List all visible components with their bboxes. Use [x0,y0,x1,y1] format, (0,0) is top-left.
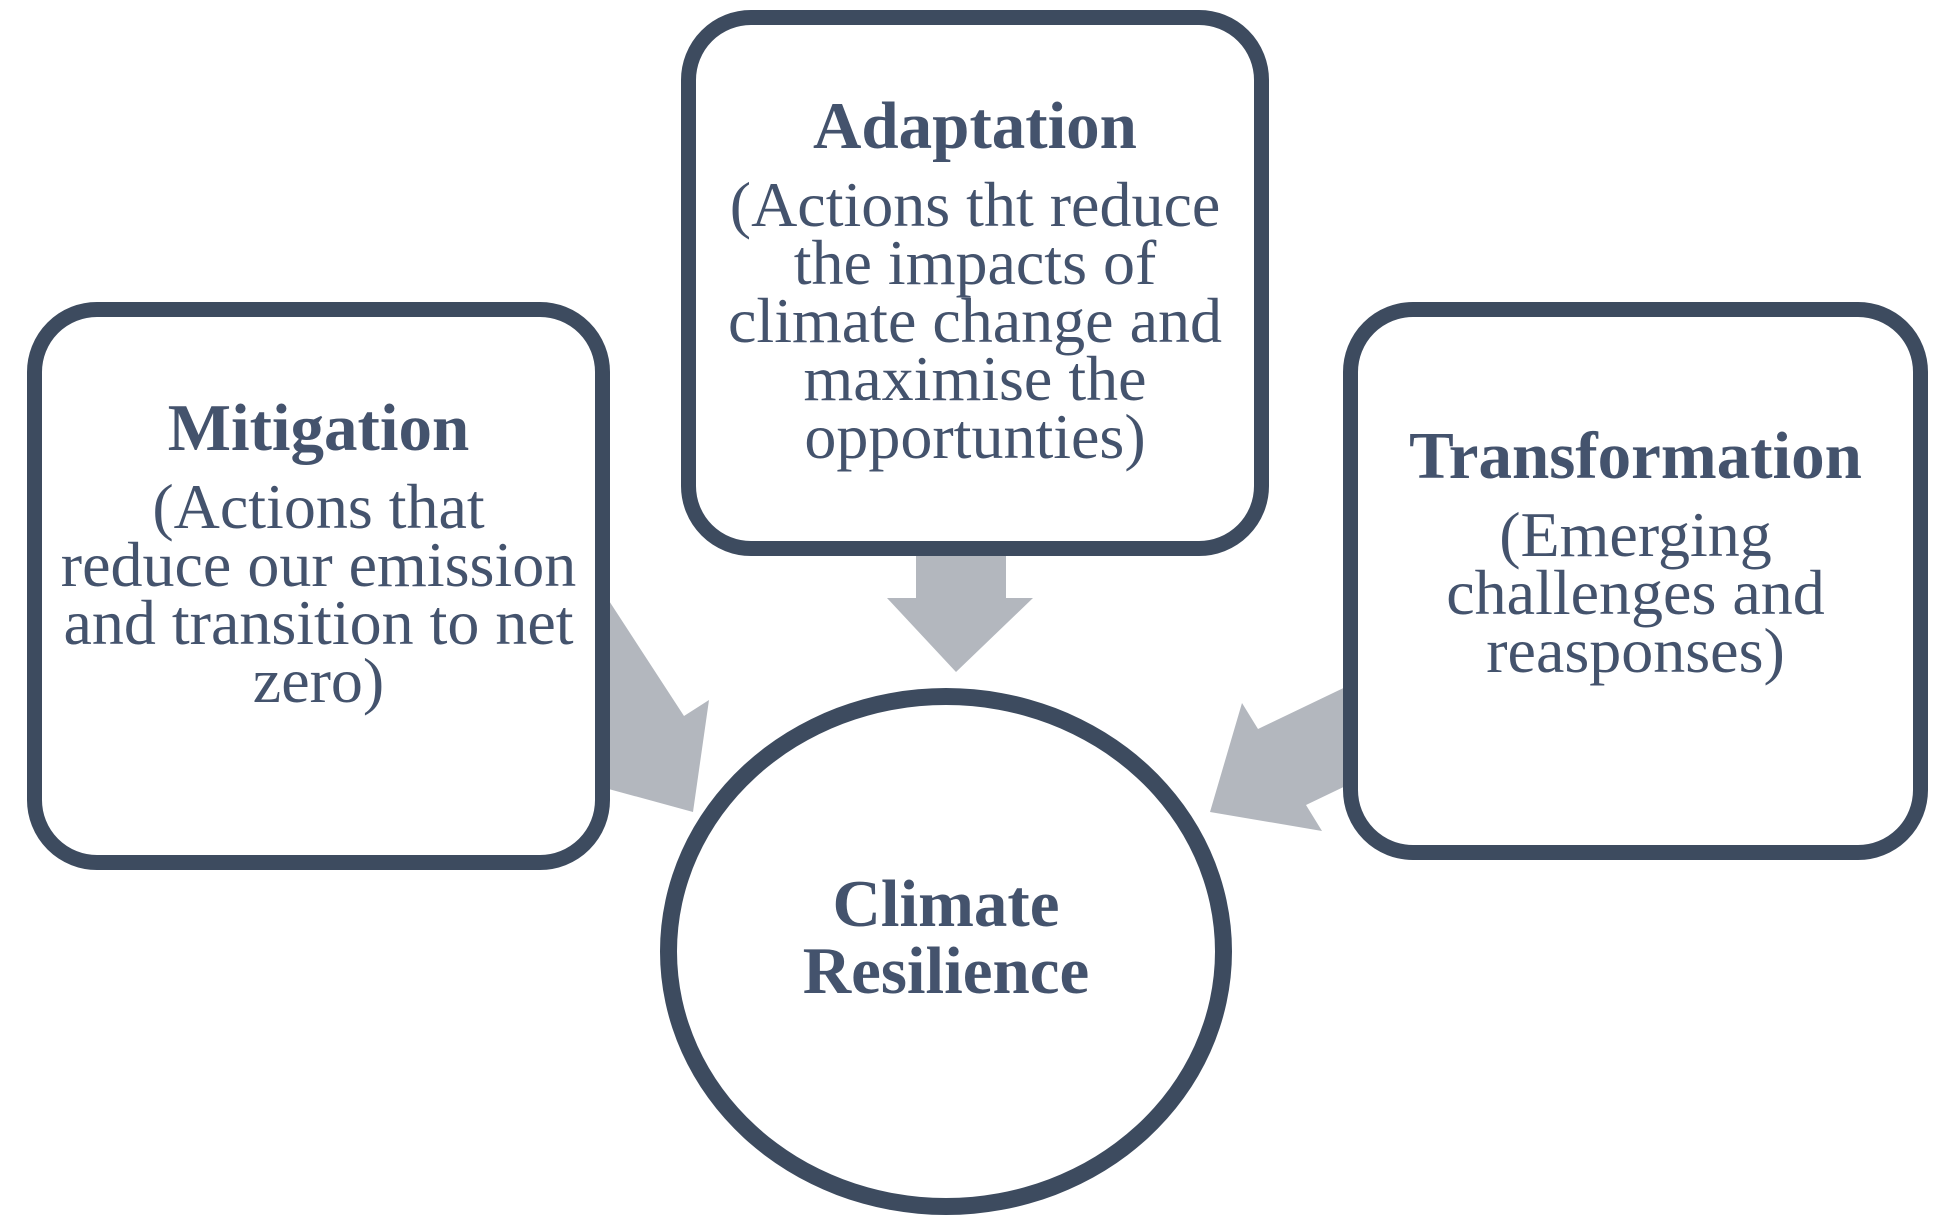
transformation-title: Transformation [1409,419,1862,493]
mitigation-title: Mitigation [167,391,470,465]
transformation-body: (Emerging challenges and reasponses) [1446,499,1825,686]
mitigation-box: Mitigation (Actions that reduce our emis… [27,302,610,870]
climate-resilience-label: Climate Resilience [802,866,1090,1008]
transformation-box: Transformation (Emerging challenges and … [1343,302,1928,860]
adaptation-arrow [887,546,1033,672]
adaptation-body: (Actions tht reduce the impacts of clima… [728,169,1222,472]
mitigation-body: (Actions that reduce our emission and tr… [60,471,577,716]
climate-resilience-circle: Climate Resilience [660,688,1232,1215]
adaptation-box: Adaptation (Actions tht reduce the impac… [681,10,1269,556]
adaptation-title: Adaptation [813,89,1137,163]
